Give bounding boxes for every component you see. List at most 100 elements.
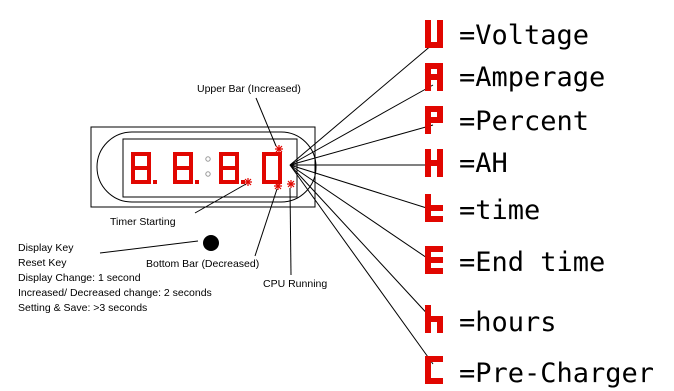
display-digit xyxy=(262,152,282,184)
segment-c xyxy=(437,163,443,177)
leader-hours xyxy=(289,164,434,321)
segment-e xyxy=(173,168,177,184)
segment-e xyxy=(425,370,431,384)
cpu-leader xyxy=(289,187,292,276)
segment-d xyxy=(425,268,443,274)
segment-c xyxy=(147,168,151,184)
key-note: Setting & Save: >3 seconds xyxy=(18,302,147,314)
leader-amperage xyxy=(289,84,434,166)
timer-leader xyxy=(194,183,247,214)
bottom-bar-label: Bottom Bar (Decreased) xyxy=(146,258,259,270)
segment-d xyxy=(425,42,443,48)
legend-hours-text: =hours xyxy=(459,307,557,338)
segment-g xyxy=(425,160,443,166)
legend-percent-text: =Percent xyxy=(459,106,589,137)
segment-g xyxy=(425,74,443,80)
segment-a xyxy=(425,356,443,362)
segment-f xyxy=(425,149,431,163)
segment-b xyxy=(278,152,282,168)
display-digit xyxy=(131,152,157,184)
segment-d xyxy=(219,180,239,184)
legend-symbol-P xyxy=(425,106,443,134)
legend-symbol-C xyxy=(425,356,443,384)
segment-d xyxy=(425,378,443,384)
upper-bar-label: Upper Bar (Increased) xyxy=(197,83,301,95)
legend-symbol-A xyxy=(425,63,443,91)
legend-symbol-t xyxy=(425,194,443,222)
module-frame xyxy=(90,126,316,208)
segment-a xyxy=(131,152,151,156)
leader-time xyxy=(289,164,434,211)
segment-a xyxy=(262,152,282,156)
segment-e xyxy=(262,168,266,184)
display-digit xyxy=(219,152,245,184)
segment-a xyxy=(425,246,443,252)
leader-percent xyxy=(289,124,434,166)
seven-segment-digits xyxy=(131,152,282,184)
segment-g xyxy=(425,205,443,211)
annotation-lines xyxy=(99,97,292,276)
key-leader xyxy=(99,240,199,254)
segment-d xyxy=(262,180,282,184)
legend-symbol-E xyxy=(425,246,443,274)
legend-symbol-h xyxy=(425,305,443,333)
segment-a xyxy=(425,106,443,112)
segment-c xyxy=(437,77,443,91)
leader-pre-charger xyxy=(289,164,434,365)
segment-e xyxy=(425,120,431,134)
segment-f xyxy=(425,63,431,77)
segment-g xyxy=(425,316,443,322)
legend-voltage-text: =Voltage xyxy=(459,20,589,51)
timer-starting-label: Timer Starting xyxy=(110,216,176,228)
segment-b xyxy=(437,106,443,120)
segment-b xyxy=(235,152,239,168)
segment-d xyxy=(173,180,193,184)
segment-f xyxy=(262,152,266,168)
segment-c xyxy=(437,34,443,48)
display-module xyxy=(90,126,317,251)
segment-f xyxy=(425,356,431,370)
display-digit xyxy=(173,152,199,184)
segment-b xyxy=(437,63,443,77)
indicator-marks xyxy=(244,145,295,190)
segment-b xyxy=(147,152,151,168)
key-note: Display Change: 1 second xyxy=(18,272,141,284)
module-bezel xyxy=(96,131,317,203)
segment-e xyxy=(425,208,431,222)
segment-b xyxy=(437,20,443,34)
legend-texts: =Voltage =Amperage =Percent =AH =time =E… xyxy=(459,20,654,389)
segment-e xyxy=(425,77,431,91)
segment-g xyxy=(219,166,239,170)
segment-g xyxy=(173,166,193,170)
leader-voltage xyxy=(289,43,434,166)
segment-e xyxy=(425,260,431,274)
legend-end-time-text: =End time xyxy=(459,247,605,278)
segment-e xyxy=(219,168,223,184)
segment-b xyxy=(189,152,193,168)
display-key-button[interactable] xyxy=(203,235,219,251)
segment-f xyxy=(425,246,431,260)
bottom-bar-mark xyxy=(274,182,282,190)
key-notes: Display Key Reset Key Display Change: 1 … xyxy=(18,242,212,314)
segment-f xyxy=(219,152,223,168)
segment-d xyxy=(425,216,443,222)
legend-amperage-text: =Amperage xyxy=(459,62,605,93)
segment-b xyxy=(437,149,443,163)
cpu-running-mark xyxy=(287,180,295,188)
legend-ah-text: =AH xyxy=(459,148,508,179)
key-note: Increased/ Decreased change: 2 seconds xyxy=(18,287,212,299)
segment-f xyxy=(425,194,431,208)
decimal-point xyxy=(241,180,245,184)
display-window xyxy=(122,138,298,198)
legend-time-text: =time xyxy=(459,195,540,226)
segment-a xyxy=(173,152,193,156)
segment-e xyxy=(425,34,431,48)
colon-dot xyxy=(205,171,211,177)
legend-pre-charger-text: =Pre-Charger xyxy=(459,358,654,389)
segment-c xyxy=(437,319,443,333)
segment-f xyxy=(425,20,431,34)
segment-e xyxy=(131,168,135,184)
segment-e xyxy=(425,319,431,333)
upper-bar-leader xyxy=(255,97,277,147)
segment-c xyxy=(235,168,239,184)
